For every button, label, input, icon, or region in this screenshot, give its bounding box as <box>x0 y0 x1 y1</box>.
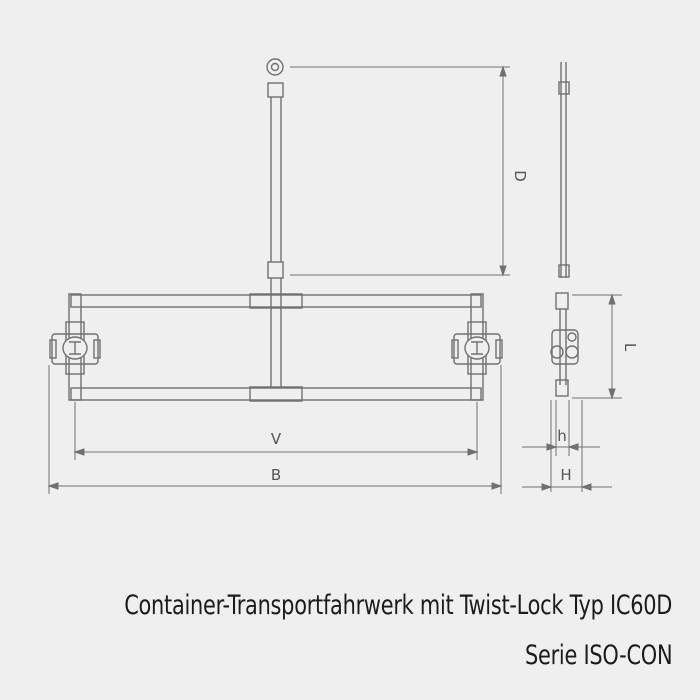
front-view <box>49 58 503 402</box>
dimension-label-D: D <box>511 170 529 182</box>
dimension-label-V: V <box>271 430 282 448</box>
left-wheel-assembly <box>49 321 101 375</box>
caption-title: Container-Transportfahrwerk mit Twist-Lo… <box>124 590 672 621</box>
technical-drawing: D V B L h H <box>47 58 639 494</box>
dimension-lines-front <box>47 65 510 494</box>
dimension-label-h: h <box>557 427 567 445</box>
towbar <box>266 58 284 388</box>
caption-subtitle: Serie ISO-CON <box>524 640 673 671</box>
chassis-frame <box>68 293 484 402</box>
right-wheel-assembly <box>451 321 503 375</box>
side-view <box>550 62 579 397</box>
dimension-label-H: H <box>560 466 571 484</box>
dimension-label-B: B <box>271 466 281 484</box>
dimension-lines-side <box>522 293 622 492</box>
dimension-label-L: L <box>621 343 639 352</box>
